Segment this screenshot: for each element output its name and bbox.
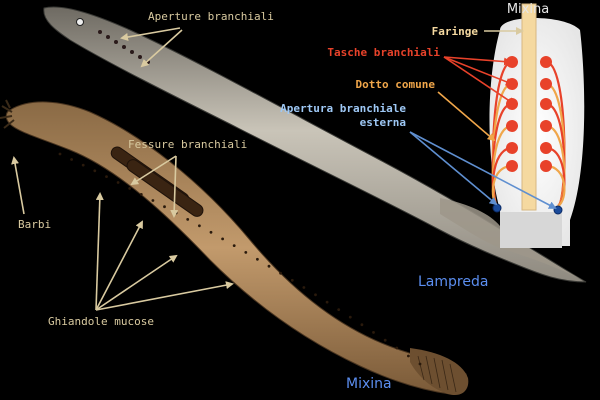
mucous-gland-dot	[163, 205, 166, 209]
apertura-pointer-right	[409, 131, 557, 209]
mucous-gland-dot	[407, 354, 410, 358]
gill-pouch	[540, 56, 552, 68]
apertura-pointer-left	[409, 131, 498, 206]
label-barbi: Barbi	[18, 218, 51, 231]
label-aperture-branchiali: Aperture branchiali	[148, 10, 274, 23]
mucous-gland-dot	[105, 175, 108, 179]
external-opening-right	[553, 205, 563, 215]
mucous-gland-dot	[198, 224, 201, 228]
mucous-gland-dot	[279, 271, 282, 275]
mucous-gland-dot	[348, 315, 352, 319]
diagram-body-outline	[489, 18, 585, 246]
gill-pouch	[540, 160, 552, 172]
diagram-title: Mixina	[507, 2, 549, 17]
pharynx-tube	[521, 3, 537, 211]
label-dotto-comune: Dotto comune	[356, 78, 436, 91]
label-apertura-line2: esterna	[360, 116, 406, 129]
mucous-gland-dot	[337, 308, 341, 311]
diagram-pointers	[409, 27, 557, 209]
gill-pouch	[506, 142, 518, 154]
gill-pouch	[540, 98, 552, 110]
lamprey-eye	[76, 18, 84, 26]
tasche-pointer	[443, 56, 512, 66]
hagfish-pointers	[11, 155, 234, 311]
mucous-gland-dot	[116, 181, 120, 184]
gill-pouch	[506, 120, 518, 132]
mucous-gland-dot	[70, 158, 73, 161]
mucous-gland-dot	[383, 338, 387, 342]
mucous-gland-dot	[360, 323, 364, 327]
mucous-gland-dot	[186, 218, 190, 221]
mucous-gland-dot	[290, 278, 294, 282]
label-lampreda: Lampreda	[418, 274, 488, 290]
mucous-gland-dot	[93, 169, 97, 173]
hagfish-mucous-glands	[58, 152, 422, 366]
mucous-gland-dot	[244, 251, 248, 254]
mucous-gland-dot	[395, 346, 399, 350]
mucous-gland-dot	[232, 244, 236, 248]
tasche-pointer-2	[443, 56, 514, 86]
label-fessure-branchiali: Fessure branchiali	[128, 138, 247, 151]
mucous-gland-dot	[267, 264, 271, 268]
mucous-gland-dot	[221, 237, 225, 241]
gill-pouch	[540, 142, 552, 154]
hagfish-illustration	[0, 99, 469, 396]
mucous-gland-dot	[151, 199, 155, 202]
mucous-gland-dot	[209, 230, 213, 234]
diagram-base-block	[500, 212, 562, 248]
mucous-gland-dot	[128, 187, 132, 190]
mucous-gland-dot	[139, 193, 143, 196]
mucous-gland-dot	[372, 331, 375, 334]
gill-pouch	[506, 160, 518, 172]
dotto-pointer	[437, 91, 496, 142]
mucous-gland-dot	[174, 211, 178, 215]
mucous-gland-dot	[325, 300, 329, 304]
label-mixina-bottom: Mixina	[346, 376, 392, 392]
label-tasche-branchiali: Tasche branchiali	[327, 46, 440, 59]
label-faringe: Faringe	[432, 25, 479, 38]
hagfish-gill-slits	[110, 146, 204, 217]
label-apertura-line1: Apertura branchiale	[280, 102, 406, 115]
tasche-pointer-3	[443, 56, 516, 106]
mucous-gland-dot	[58, 152, 62, 156]
hagfish-tail-rays	[417, 355, 457, 393]
gill-anatomy-diagram	[489, 3, 585, 248]
gill-pouch	[540, 120, 552, 132]
external-opening-left	[492, 203, 502, 213]
mucous-gland-dot	[256, 257, 259, 261]
lamprey-pointers	[120, 27, 183, 68]
mucous-gland-dot	[418, 362, 422, 366]
mucous-gland-dot	[81, 163, 85, 167]
mucous-gland-dot	[302, 286, 306, 289]
hagfish-barbels	[0, 99, 15, 129]
label-ghiandole-mucose: Ghiandole mucose	[48, 315, 154, 328]
gill-pouch	[540, 78, 552, 90]
mucous-gland-dot	[314, 293, 317, 297]
